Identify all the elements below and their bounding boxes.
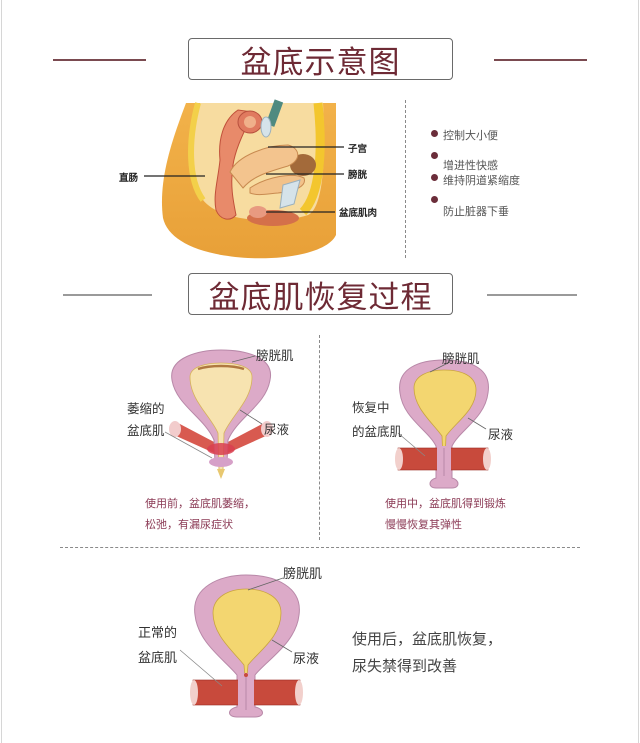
label-urine: 尿液	[264, 422, 290, 437]
title-rule-left-2	[63, 294, 152, 296]
pelvic-anatomy-illustration	[161, 99, 336, 259]
label-pelvic-floor-line2: 盆底肌	[138, 651, 178, 666]
title-rule-right	[494, 59, 587, 61]
label-pelvic-floor-line1: 萎缩的	[127, 401, 165, 416]
divider-vertical-2	[319, 335, 320, 540]
label-uterus: 子宫	[348, 144, 368, 155]
bullet-icon	[431, 130, 438, 137]
divider-horizontal	[60, 547, 580, 548]
label-pelvic-floor-line1: 正常的	[138, 626, 178, 641]
bullet-icon	[431, 196, 438, 203]
label-pelvic-floor-line2: 的盆底肌	[352, 424, 403, 439]
section-title-recovery: 盆底肌恢复过程	[188, 273, 453, 316]
caption-after-line2: 尿失禁得到改善	[352, 657, 458, 675]
caption-after-line1: 使用后，盆底肌恢复，	[352, 630, 503, 648]
label-pelvic-floor-line1: 恢复中	[352, 400, 390, 415]
label-bladder: 膀胱	[348, 170, 368, 181]
caption-during-line2: 慢慢恢复其弹性	[385, 518, 462, 531]
bullet-icon	[431, 174, 438, 181]
bladder-illustration-during	[395, 359, 491, 489]
label-pelvic-floor-muscle: 盆底肌肉	[339, 208, 378, 219]
function-item: 维持阴道紧缩度	[443, 174, 520, 187]
caption-before-line2: 松弛，有漏尿症状	[145, 518, 233, 531]
label-bladder-muscle: 膀胱肌	[283, 567, 323, 582]
section-title-diagram: 盆底示意图	[188, 38, 453, 81]
caption-during-line1: 使用中，盆底肌得到锻炼	[385, 497, 506, 510]
section-title-text: 盆底肌恢复过程	[208, 279, 433, 316]
section-title-text: 盆底示意图	[240, 44, 401, 81]
bullet-icon	[431, 152, 438, 159]
title-rule-right-2	[487, 294, 577, 296]
function-item: 控制大小便	[443, 129, 498, 142]
title-rule-left	[53, 59, 146, 61]
label-bladder-muscle: 膀胱肌	[256, 348, 294, 363]
function-item: 防止脏器下垂	[443, 205, 509, 218]
bladder-illustration-after	[190, 574, 303, 718]
label-pelvic-floor-line2: 盆底肌	[127, 423, 165, 438]
divider-vertical-1	[405, 100, 406, 258]
caption-before-line1: 使用前，盆底肌萎缩，	[145, 497, 255, 510]
function-item: 增进性快感	[443, 159, 498, 172]
left-border	[1, 0, 2, 743]
label-urine: 尿液	[488, 427, 514, 442]
right-border	[638, 0, 639, 743]
label-urine: 尿液	[293, 652, 320, 667]
bladder-illustration-before	[169, 349, 273, 479]
label-rectum: 直肠	[119, 173, 139, 184]
label-bladder-muscle: 膀胱肌	[442, 351, 480, 366]
